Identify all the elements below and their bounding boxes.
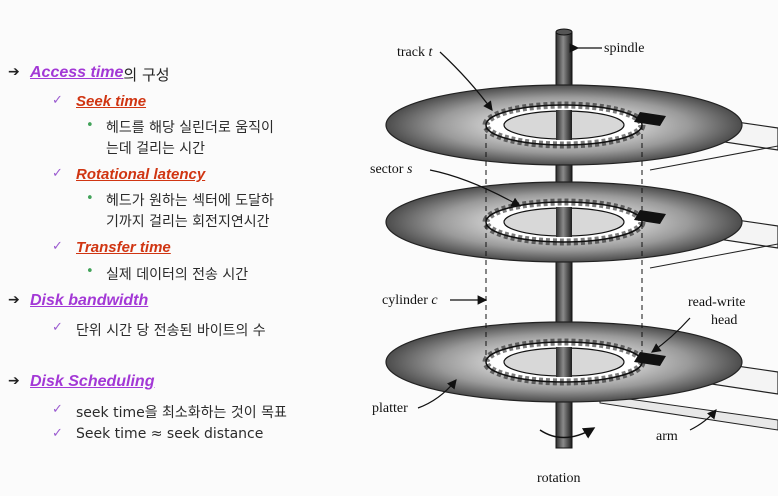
label-rotation: rotation xyxy=(537,471,581,486)
disk-scheduling-item-1: seek time을 최소화하는 것이 목표 xyxy=(76,405,287,421)
outline-item-disk-bandwidth: ➔ Disk bandwidth xyxy=(8,292,148,310)
dot-bullet-icon: • xyxy=(86,118,94,133)
check-bullet-icon: ✓ xyxy=(52,426,63,441)
seek-time-description: 헤드를 해당 실린더로 움직이 는데 걸리는 시간 xyxy=(106,118,274,160)
arrow-bullet-icon: ➔ xyxy=(8,292,20,308)
outline-item-transfer-time-desc: • 실제 데이터의 전송 시간 xyxy=(86,264,248,284)
label-pointers xyxy=(417,43,717,431)
transfer-time-description: 실제 데이터의 전송 시간 xyxy=(106,267,249,283)
heading-disk-bandwidth: Disk bandwidth xyxy=(30,292,149,309)
heading-access-time-suffix: 의 구성 xyxy=(123,66,170,84)
label-head: head xyxy=(711,313,737,328)
heading-seek-time: Seek time xyxy=(76,93,147,110)
check-bullet-icon: ✓ xyxy=(52,93,63,108)
check-bullet-icon: ✓ xyxy=(52,320,63,335)
disk-scheduling-item-2: Seek time ≈ seek distance xyxy=(76,426,264,442)
dot-bullet-icon: • xyxy=(86,264,94,279)
heading-access-time: Access time xyxy=(30,64,124,81)
outline-item-transfer-time: ✓ Transfer time xyxy=(52,239,171,256)
outline-item-seek-time: ✓ Seek time xyxy=(52,93,146,110)
outline-item-disk-scheduling-2: ✓ Seek time ≈ seek distance xyxy=(52,426,263,442)
label-platter: platter xyxy=(372,401,408,416)
dot-bullet-icon: • xyxy=(86,191,94,206)
cylinder-outline xyxy=(485,125,643,362)
outline-item-disk-scheduling-1: ✓ seek time을 최소화하는 것이 목표 xyxy=(52,402,287,422)
outline-item-rotational-latency: ✓ Rotational latency xyxy=(52,166,205,183)
seek-time-desc-line2: 는데 걸리는 시간 xyxy=(106,141,206,157)
label-cylinder: cylinder c xyxy=(382,293,438,308)
label-sector: sector s xyxy=(370,162,413,177)
outline-item-disk-bandwidth-desc: ✓ 단위 시간 당 전송된 바이트의 수 xyxy=(52,320,266,340)
platter-bottom xyxy=(385,321,743,403)
heading-transfer-time: Transfer time xyxy=(76,239,171,256)
read-write-heads xyxy=(634,112,666,366)
heading-disk-scheduling: Disk Scheduling xyxy=(30,373,155,390)
heading-rotational-latency: Rotational latency xyxy=(76,166,206,183)
label-arm: arm xyxy=(656,429,678,444)
seek-time-desc-line1: 헤드를 해당 실린더로 움직이 xyxy=(106,120,274,136)
rotational-latency-description: 헤드가 원하는 섹터에 도달하 기까지 걸리는 회전지연시간 xyxy=(106,191,274,233)
rotational-latency-desc-line1: 헤드가 원하는 섹터에 도달하 xyxy=(106,193,274,209)
platter-top xyxy=(385,84,743,166)
check-bullet-icon: ✓ xyxy=(52,166,63,181)
arrow-bullet-icon: ➔ xyxy=(8,64,20,80)
check-bullet-icon: ✓ xyxy=(52,239,63,254)
outline-item-disk-scheduling: ➔ Disk Scheduling xyxy=(8,373,154,391)
check-bullet-icon: ✓ xyxy=(52,402,63,417)
rotational-latency-desc-line2: 기까지 걸리는 회전지연시간 xyxy=(106,214,270,230)
platter-middle xyxy=(385,181,743,263)
arrow-bullet-icon: ➔ xyxy=(8,373,20,389)
label-spindle: spindle xyxy=(604,41,644,56)
outline-item-seek-time-desc: • 헤드를 해당 실린더로 움직이 는데 걸리는 시간 xyxy=(86,118,274,160)
disk-bandwidth-description: 단위 시간 당 전송된 바이트의 수 xyxy=(76,323,266,339)
outline-item-rotational-latency-desc: • 헤드가 원하는 섹터에 도달하 기까지 걸리는 회전지연시간 xyxy=(86,191,274,233)
label-track: track t xyxy=(397,45,433,60)
rotation-arrow xyxy=(539,427,596,439)
label-read-write: read-write xyxy=(688,295,746,310)
